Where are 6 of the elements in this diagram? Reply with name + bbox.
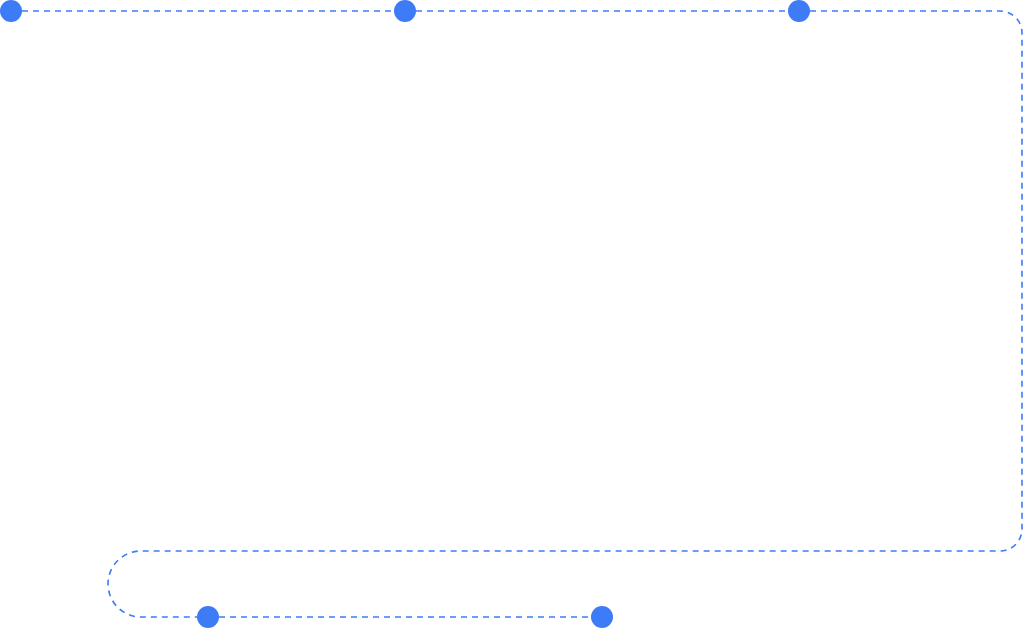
dashed-connector — [107, 10, 1023, 618]
circle-marker — [394, 0, 416, 22]
circle-marker — [788, 0, 810, 22]
circle-marker — [591, 606, 613, 628]
circle-marker — [197, 606, 219, 628]
circle-marker — [0, 0, 22, 22]
